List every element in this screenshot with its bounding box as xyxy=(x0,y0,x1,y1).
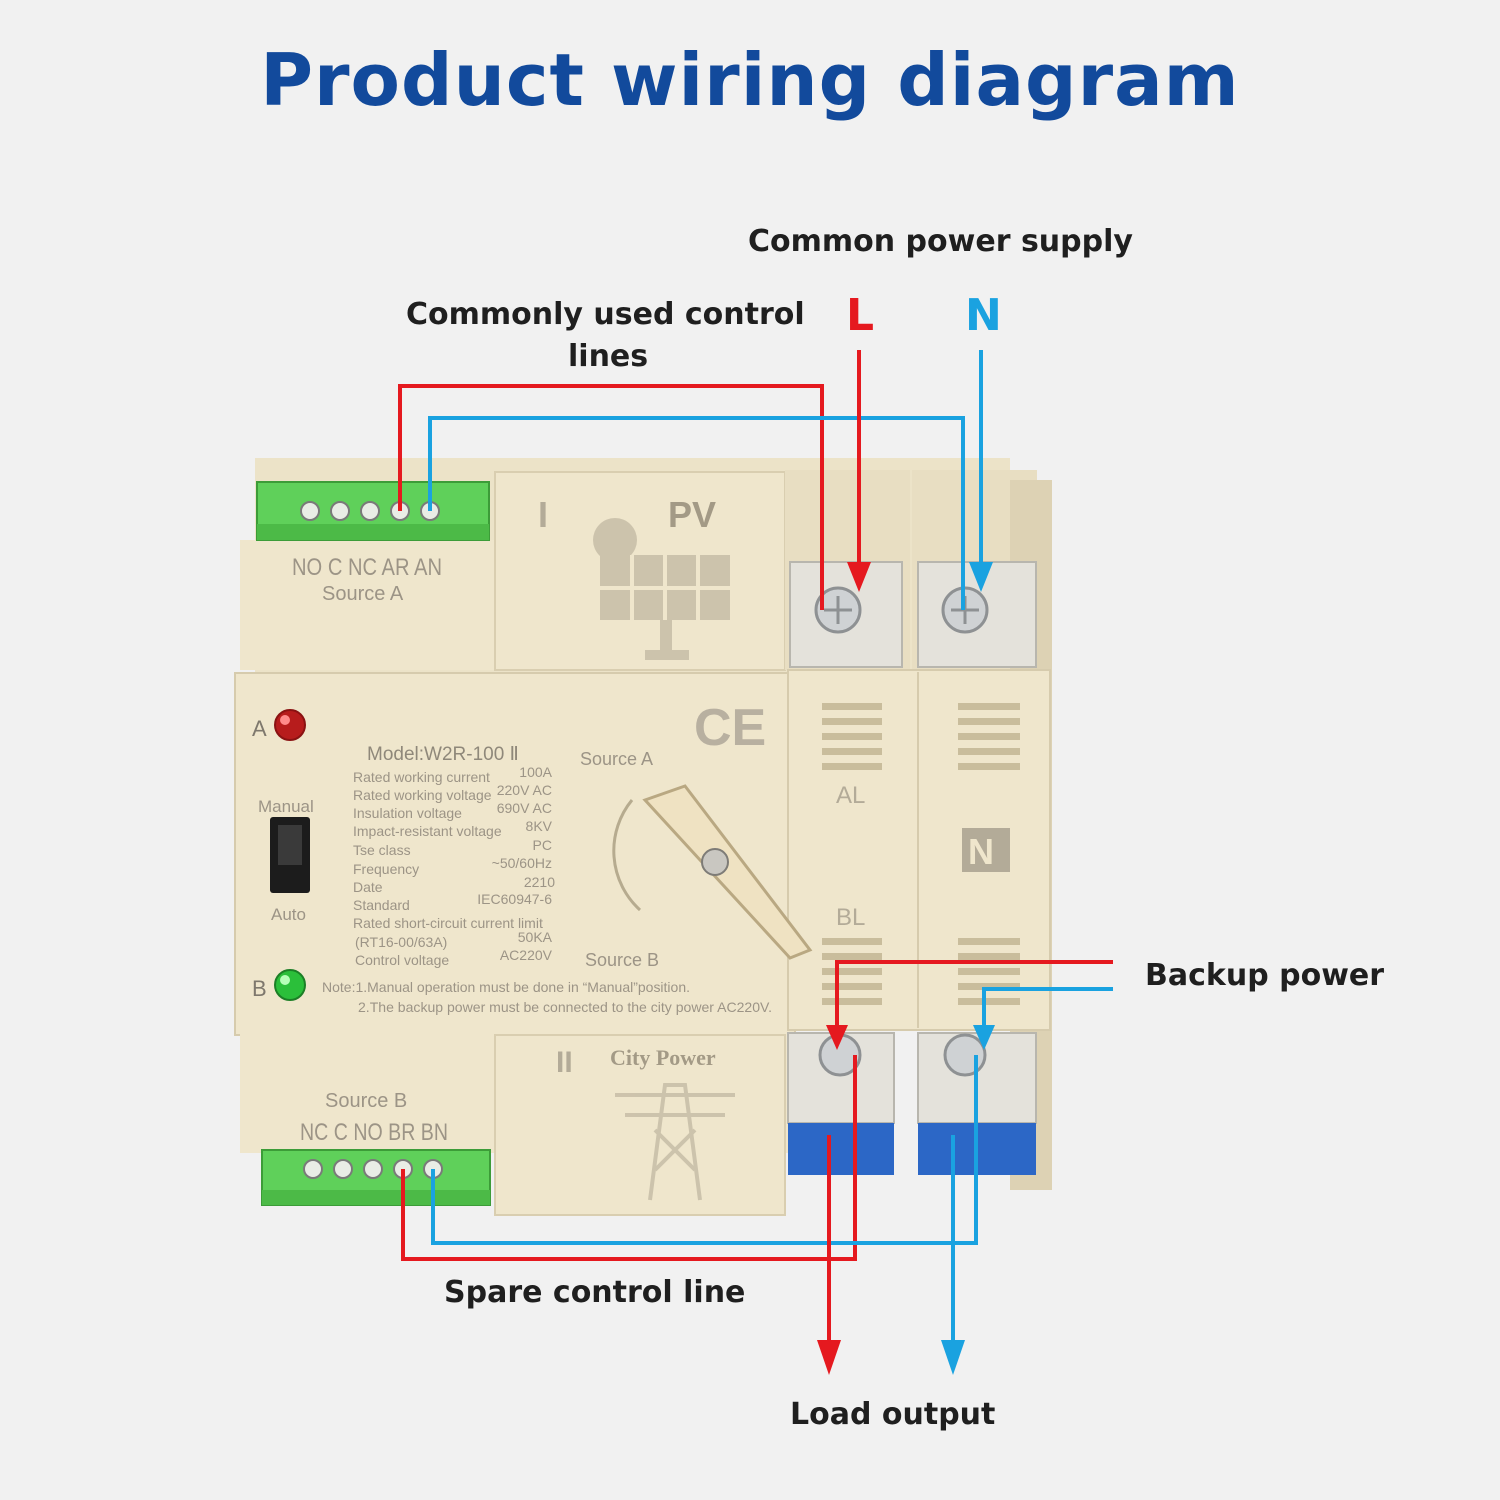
source-b-label: Source B xyxy=(325,1090,407,1112)
switch-auto-label: Auto xyxy=(271,905,306,924)
knob-source-b-label: Source B xyxy=(585,950,659,970)
terminal-a-labels: NO C NC AR AN xyxy=(292,554,442,581)
spec-name: Rated short-circuit current limit xyxy=(353,915,543,931)
spec-table: Rated working current 100A Rated working… xyxy=(353,764,555,968)
neutral-n-label: N xyxy=(965,290,1002,341)
indicator-b-light xyxy=(274,969,306,1001)
spec-value: PC xyxy=(533,837,552,853)
note-line-1: Note:1.Manual operation must be done in … xyxy=(322,979,690,995)
spec-value: 50KA xyxy=(518,929,553,945)
spec-name: Tse class xyxy=(353,842,411,858)
panel-a-roman: I xyxy=(538,494,548,535)
supply-arrows xyxy=(847,350,993,592)
live-l-label: L xyxy=(846,290,875,341)
spec-value: 8KV xyxy=(526,818,553,834)
n-terminal-label: N xyxy=(968,831,994,872)
indicator-a-light xyxy=(274,709,306,741)
terminal-block-b xyxy=(261,1149,491,1206)
common-power-supply-label: Common power supply xyxy=(748,224,1133,259)
al-label: AL xyxy=(836,782,865,809)
spec-name: Insulation voltage xyxy=(353,805,462,821)
spare-control-line-label: Spare control line xyxy=(444,1275,746,1310)
power-tower-icon xyxy=(615,1083,735,1201)
spec-name: Rated working current xyxy=(353,769,490,785)
panel-b-roman: II xyxy=(556,1046,573,1079)
spec-value: IEC60947-6 xyxy=(477,891,552,907)
bl-label: BL xyxy=(836,904,865,931)
solar-panel-icon xyxy=(593,518,730,660)
ce-mark: CE xyxy=(694,699,766,757)
spec-value: 690V AC xyxy=(497,800,552,816)
source-a-label: Source A xyxy=(322,583,404,605)
vent-slots xyxy=(822,703,1020,1005)
spec-name: Date xyxy=(353,879,383,895)
common-control-lines-label-1: Commonly used control xyxy=(406,297,805,332)
spec-value: AC220V xyxy=(500,947,553,963)
page-title: Product wiring diagram xyxy=(260,38,1240,122)
spare-control-wires xyxy=(401,1055,978,1261)
load-output-arrows xyxy=(817,1135,965,1375)
common-control-wires xyxy=(398,384,965,610)
indicator-b-label: B xyxy=(252,976,267,1001)
spec-name: Frequency xyxy=(353,861,419,877)
model-label: Model:W2R-100 Ⅱ xyxy=(367,744,519,765)
spec-value: 100A xyxy=(519,764,552,780)
terminal-block-a xyxy=(256,481,490,541)
switch-manual-label: Manual xyxy=(258,797,314,816)
knob-source-a-label: Source A xyxy=(580,749,653,769)
spec-name: Rated working voltage xyxy=(353,787,492,803)
spec-name: (RT16-00/63A) xyxy=(355,934,447,950)
spec-name: Impact-resistant voltage xyxy=(353,823,502,839)
spec-name: Control voltage xyxy=(355,952,449,968)
panel-b-name: City Power xyxy=(610,1045,716,1070)
backup-power-label: Backup power xyxy=(1145,958,1385,993)
bottom-screw-terminals xyxy=(787,1032,1037,1175)
rotary-handle[interactable] xyxy=(612,784,813,960)
backup-power-wires xyxy=(826,960,1113,1050)
terminal-b-labels: NC C NO BR BN xyxy=(300,1119,448,1146)
load-output-label: Load output xyxy=(790,1397,996,1432)
spec-value: 2210 xyxy=(524,874,555,890)
manual-auto-switch[interactable] xyxy=(270,817,310,893)
spec-name: Standard xyxy=(353,897,410,913)
common-control-lines-label-2: lines xyxy=(568,339,649,374)
note-line-2: 2.The backup power must be connected to … xyxy=(358,999,772,1015)
panel-a-name: PV xyxy=(668,494,716,535)
spec-value: 220V AC xyxy=(497,782,552,798)
indicator-a-label: A xyxy=(252,716,267,741)
spec-value: ~50/60Hz xyxy=(492,855,552,871)
